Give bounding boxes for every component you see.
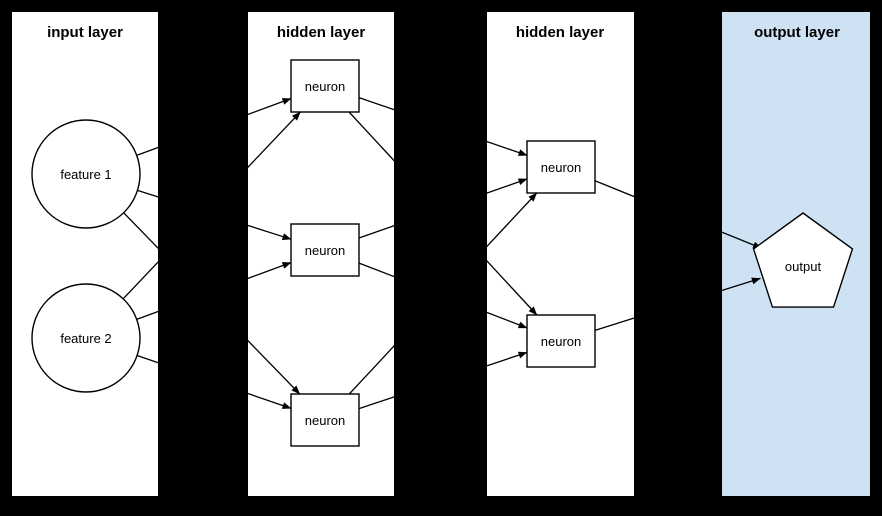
panel-input-layer: [12, 12, 158, 496]
gap-hidden2-output: [634, 0, 722, 516]
node-hidden-1-neuron-1[interactable]: neuron: [290, 59, 360, 113]
rect-shape: [290, 59, 360, 113]
gap-input-hidden1: [158, 0, 248, 516]
gap-hidden1-hidden2: [394, 0, 487, 516]
rect-shape: [526, 140, 596, 194]
node-label-hidden-1-neuron-1: neuron: [305, 79, 345, 94]
title-hidden-layer-2: hidden layer: [516, 24, 605, 41]
circle-shape: [31, 283, 141, 393]
node-hidden-2-neuron-2[interactable]: neuron: [526, 314, 596, 368]
node-hidden-1-neuron-2[interactable]: neuron: [290, 223, 360, 277]
rect-shape: [290, 223, 360, 277]
rect-shape: [290, 393, 360, 447]
node-label-hidden-2-neuron-1: neuron: [541, 160, 581, 175]
circle-shape: [31, 119, 141, 229]
node-label-output-node: output: [785, 259, 822, 274]
node-feature-2[interactable]: feature 2: [31, 283, 141, 393]
pentagon-shape: [752, 212, 854, 308]
rect-shape: [526, 314, 596, 368]
layer-nodes: feature 1 feature 2 neuron neuron neuron neur…: [31, 59, 854, 447]
node-label-feature-1: feature 1: [60, 167, 111, 182]
node-output-node[interactable]: output: [752, 212, 854, 308]
title-input-layer: input layer: [47, 24, 123, 41]
title-output-layer: output layer: [754, 24, 840, 41]
node-label-hidden-1-neuron-3: neuron: [305, 413, 345, 428]
node-hidden-1-neuron-3[interactable]: neuron: [290, 393, 360, 447]
node-label-hidden-1-neuron-2: neuron: [305, 243, 345, 258]
layer-titles: input layer hidden layer hidden layer outpu…: [47, 24, 840, 41]
node-feature-1[interactable]: feature 1: [31, 119, 141, 229]
title-hidden-layer-1: hidden layer: [277, 24, 366, 41]
node-hidden-2-neuron-1[interactable]: neuron: [526, 140, 596, 194]
node-label-hidden-2-neuron-2: neuron: [541, 334, 581, 349]
gap-masks: [158, 0, 722, 516]
panel-hidden-layer-2: [487, 12, 634, 496]
node-label-feature-2: feature 2: [60, 331, 111, 346]
